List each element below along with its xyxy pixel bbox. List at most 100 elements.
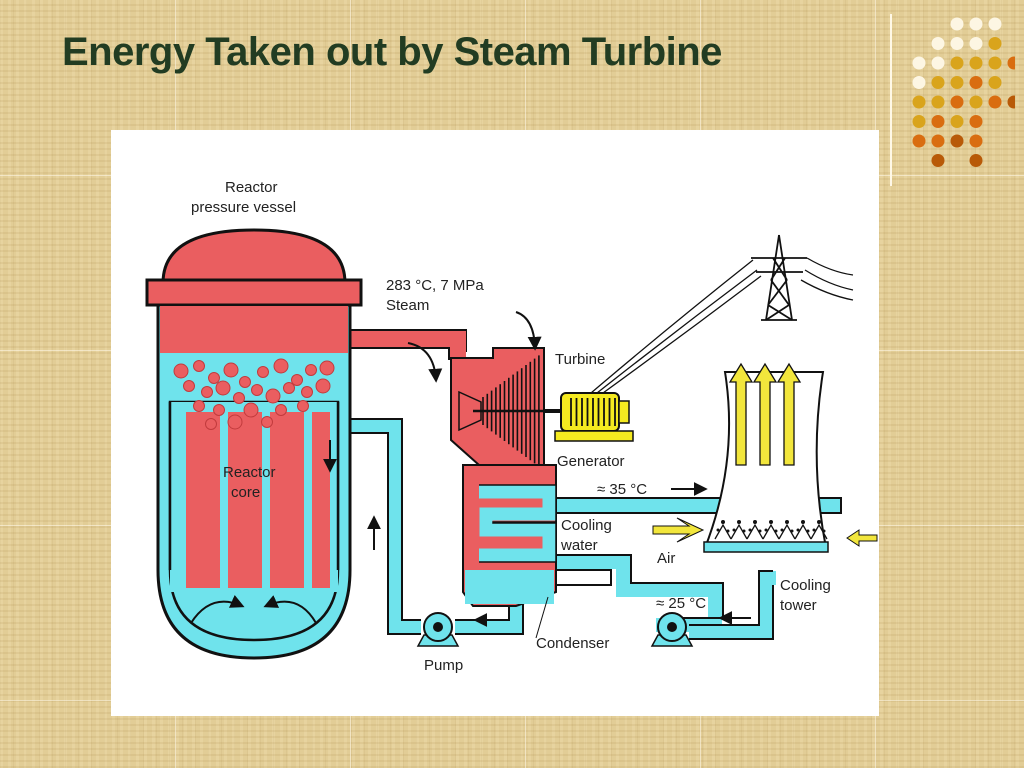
steam-bubble	[251, 384, 263, 396]
steam-bubble	[215, 380, 231, 396]
decorative-dot	[969, 76, 983, 89]
decorative-dot	[969, 17, 983, 31]
steam-bubble	[201, 386, 213, 398]
label-hot-water-temp: ≈ 35 °C	[597, 481, 647, 498]
steam-bubble	[213, 404, 225, 416]
decorative-dot	[931, 76, 945, 89]
steam-bubble	[301, 386, 313, 398]
steam-bubble	[208, 372, 220, 384]
decorative-dot	[950, 37, 964, 50]
steam-bubble	[305, 364, 317, 376]
diagram-canvas: Reactor pressure vessel 283 °C, 7 MPa St…	[145, 179, 878, 674]
title-divider	[890, 14, 892, 186]
condenser	[462, 464, 557, 607]
air-arrows	[652, 517, 878, 547]
steam-bubble	[297, 400, 309, 412]
decorative-dot	[988, 56, 1002, 70]
decorative-dot	[912, 95, 926, 109]
decorative-dot	[988, 17, 1002, 31]
feed-water-loop	[335, 418, 524, 635]
steam-bubble	[261, 416, 273, 428]
transmission-tower	[751, 234, 807, 321]
decorative-dot-grid	[912, 17, 1015, 167]
turbine	[450, 347, 545, 467]
decorative-dot	[969, 37, 983, 50]
turbine-blades	[473, 355, 544, 467]
label-reactor-vessel-line2: pressure vessel	[191, 199, 296, 216]
updraft-arrow	[776, 362, 802, 466]
steam-bubble	[205, 418, 217, 430]
label-steam-conditions: 283 °C, 7 MPa	[386, 277, 484, 294]
decorative-dot	[1007, 95, 1015, 109]
steam-bubble	[183, 380, 195, 392]
cooling-tower-spray	[714, 520, 828, 540]
decorative-dot	[931, 37, 945, 50]
decorative-dot	[931, 134, 945, 148]
reactor-diagram: Reactor pressure vessel 283 °C, 7 MPa St…	[111, 130, 879, 716]
steam-bubble	[239, 376, 251, 388]
decorative-dot	[988, 37, 1002, 50]
decorative-dot	[988, 95, 1002, 109]
decorative-dot	[988, 76, 1002, 89]
steam-bubbles	[173, 358, 335, 430]
decorative-dot	[950, 76, 964, 89]
decorative-dot	[950, 115, 964, 128]
label-cooling-water-line2: water	[560, 537, 598, 554]
decorative-dot	[969, 115, 983, 128]
slide-title: Energy Taken out by Steam Turbine	[62, 30, 722, 74]
flow-arrows	[190, 311, 751, 627]
label-reactor-core-line1: Reactor	[223, 464, 276, 481]
decorative-dot	[912, 76, 926, 89]
decorative-dot	[931, 115, 945, 128]
decorative-dot	[950, 56, 964, 70]
decorative-dot	[969, 56, 983, 70]
steam-bubble	[291, 374, 303, 386]
label-condenser: Condenser	[536, 635, 609, 652]
steam-bubble	[315, 378, 331, 394]
steam-bubble	[233, 392, 245, 404]
steam-bubble	[193, 360, 205, 372]
decorative-dot	[950, 95, 964, 109]
label-cooling-water-line1: Cooling	[561, 517, 612, 534]
label-generator: Generator	[557, 453, 625, 470]
feed-pump	[416, 612, 460, 647]
decorative-dot	[912, 115, 926, 128]
label-cold-water-temp: ≈ 25 °C	[656, 595, 706, 612]
steam-bubble	[273, 358, 289, 374]
steam-bubble	[173, 363, 189, 379]
decorative-dot	[969, 154, 983, 167]
decorative-dot	[950, 134, 964, 148]
condenser-leader-line	[535, 596, 549, 639]
label-reactor-core-line2: core	[231, 484, 260, 501]
decorative-dot	[912, 134, 926, 148]
label-cooling-tower-line2: tower	[780, 597, 817, 614]
warm-air-arrows	[728, 362, 802, 466]
generator	[544, 392, 634, 442]
label-air: Air	[657, 550, 675, 567]
reactor-core	[186, 412, 330, 588]
steam-bubble	[223, 362, 239, 378]
label-pump: Pump	[424, 657, 463, 674]
diagram-labels: Reactor pressure vessel 283 °C, 7 MPa St…	[191, 179, 831, 674]
decorative-dot	[931, 95, 945, 109]
steam-bubble	[257, 366, 269, 378]
decorative-dot	[969, 134, 983, 148]
decorative-dot	[931, 154, 945, 167]
decorative-dot	[912, 56, 926, 70]
steam-bubble	[265, 388, 281, 404]
decorative-dot	[1007, 56, 1015, 70]
power-lines	[590, 257, 854, 394]
steam-bubble	[243, 402, 259, 418]
steam-bubble	[275, 404, 287, 416]
decorative-dot	[931, 56, 945, 70]
steam-bubble	[227, 414, 243, 430]
steam-bubble	[283, 382, 295, 394]
cooling-pump	[650, 612, 694, 647]
steam-pipe	[335, 329, 467, 360]
updraft-arrow	[752, 362, 778, 466]
steam-bubble	[193, 400, 205, 412]
label-reactor-vessel-line1: Reactor	[225, 179, 278, 196]
label-turbine: Turbine	[555, 351, 605, 368]
decorative-dot	[950, 17, 964, 31]
label-steam: Steam	[386, 297, 429, 314]
